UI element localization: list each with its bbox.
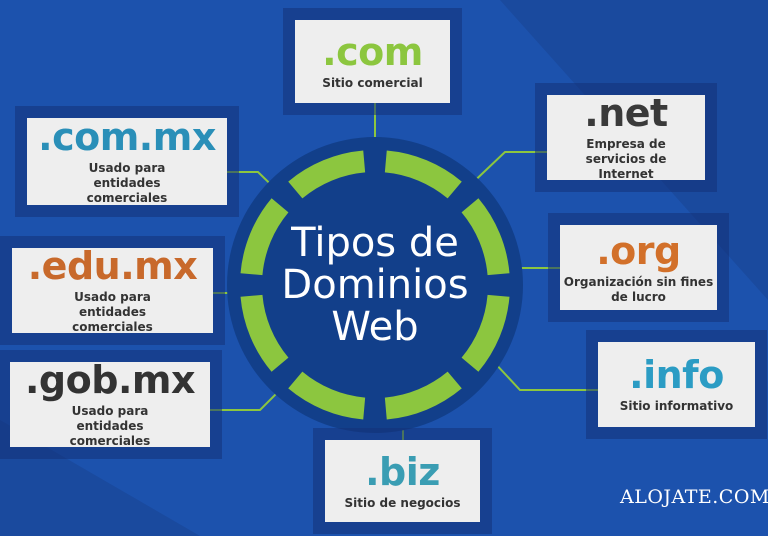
domain-description: Sitio de negocios <box>344 495 461 510</box>
segmented-ring <box>240 150 510 420</box>
domain-card-net: .net Empresa de servicios de Internet <box>547 91 705 181</box>
ring-segment <box>240 294 289 372</box>
domain-tld: .gob.mx <box>25 358 196 402</box>
domain-description: Sitio informativo <box>619 399 734 413</box>
domain-card-info: .info Sitio informativo <box>598 342 755 427</box>
domain-description: Sitio comercial <box>322 76 423 90</box>
title-line: Web <box>331 304 419 350</box>
domain-tld: .net <box>584 91 668 135</box>
domain-card-biz: .biz Sitio de negocios <box>325 440 480 522</box>
domain-card-com: .com Sitio comercial <box>295 20 450 103</box>
ring-segment <box>288 150 366 199</box>
ring-segment <box>288 371 366 420</box>
domain-description: Usado para entidades comerciales <box>72 290 153 334</box>
alojate-logo: ALOJATE.COM <box>620 486 768 508</box>
domain-card-gob-mx: .gob.mx Usado para entidades comerciales <box>10 358 210 448</box>
domain-tld: .com.mx <box>38 115 216 159</box>
domain-description: Usado para entidades comerciales <box>69 404 151 448</box>
ring-segment <box>240 198 289 276</box>
bg-shape <box>0 420 200 536</box>
center-title: Tipos de Dominios Web <box>275 222 475 348</box>
ring-segment <box>461 294 510 372</box>
domain-tld: .edu.mx <box>27 244 198 288</box>
title-line: Tipos de <box>291 220 459 266</box>
ring-segment <box>384 150 462 199</box>
ring-segment <box>461 198 510 276</box>
domain-tld: .com <box>322 30 423 74</box>
domain-tld: .biz <box>365 449 440 494</box>
domain-description: Empresa de servicios de Internet <box>585 137 667 181</box>
domain-card-edu-mx: .edu.mx Usado para entidades comerciales <box>12 244 213 334</box>
center-circle <box>227 137 523 433</box>
domain-tld: .info <box>629 353 724 397</box>
domain-card-com-mx: .com.mx Usado para entidades comerciales <box>27 115 227 205</box>
title-line: Dominios <box>281 262 469 308</box>
ring-segment <box>384 371 462 420</box>
domain-description: Usado para entidades comerciales <box>86 161 168 205</box>
domain-card-org: .org Organización sin fines de lucro <box>560 225 717 310</box>
domain-description: Organización sin fines de lucro <box>563 274 714 304</box>
domain-tld: .org <box>596 228 681 273</box>
